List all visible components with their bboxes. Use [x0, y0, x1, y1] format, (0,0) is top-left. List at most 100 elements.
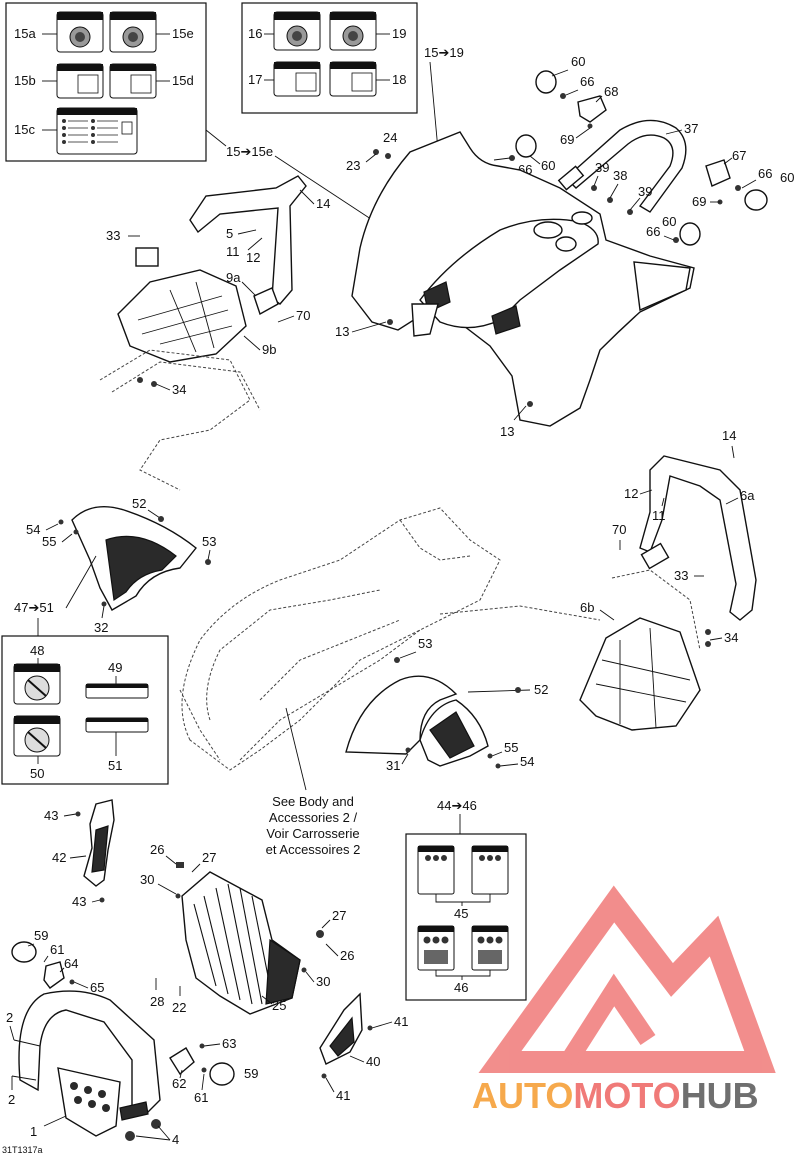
- decal-17-icon: [273, 61, 321, 97]
- label-34a: 34: [172, 382, 186, 397]
- note-line-4: et Accessoires 2: [266, 842, 361, 857]
- label-68: 68: [604, 84, 618, 99]
- label-53a: 53: [202, 534, 216, 549]
- label-range-15-15e: 15➔15e: [226, 144, 273, 159]
- figure-code: 31T1317a: [2, 1145, 43, 1155]
- rear-left-bumper-9: [117, 175, 307, 363]
- label-49: 49: [108, 660, 122, 675]
- decal-46a-icon: [417, 925, 455, 971]
- label-24: 24: [383, 130, 397, 145]
- label-38: 38: [613, 168, 627, 183]
- label-54b: 54: [520, 754, 534, 769]
- label-65: 65: [90, 980, 104, 995]
- label-18: 18: [392, 72, 406, 87]
- label-27b: 27: [332, 908, 346, 923]
- label-33b: 33: [674, 568, 688, 583]
- note-line-1: See Body and: [272, 794, 354, 809]
- label-70b: 70: [612, 522, 626, 537]
- note-line-2: Accessories 2 /: [269, 810, 358, 825]
- cap-60c: [744, 189, 768, 211]
- rack-bracket-68: [577, 95, 607, 123]
- label-range-15-19: 15➔19: [424, 45, 464, 60]
- cap-60a: [535, 70, 557, 94]
- label-26b: 26: [340, 948, 354, 963]
- front-left-fender: [71, 506, 197, 611]
- label-66a: 66: [580, 74, 594, 89]
- decal-16-icon: [273, 11, 321, 51]
- bracket-40: [319, 992, 363, 1065]
- decal-group-15: 15a 15e 15b 15d 15c: [5, 2, 207, 162]
- label-37: 37: [684, 121, 698, 136]
- label-55a: 55: [42, 534, 56, 549]
- decal-45a-icon: [417, 845, 455, 895]
- label-60b: 60: [541, 158, 555, 173]
- decal-18-icon: [329, 61, 377, 97]
- decal-48-icon: [13, 663, 61, 705]
- label-25: 25: [272, 998, 286, 1013]
- decal-49-icon: [85, 683, 149, 699]
- decal-15e-icon: [109, 11, 157, 53]
- note-line-3: Voir Carrosserie: [266, 826, 359, 841]
- label-26a: 26: [150, 842, 164, 857]
- label-50: 50: [30, 766, 44, 781]
- frame-dashed: [179, 507, 501, 771]
- label-30b: 30: [316, 974, 330, 989]
- label-15a: 15a: [14, 26, 36, 41]
- label-51: 51: [108, 758, 122, 773]
- label-15b: 15b: [14, 73, 36, 88]
- label-5: 5: [226, 226, 233, 241]
- label-15d: 15d: [172, 73, 194, 88]
- front-bumper-1: [18, 990, 161, 1141]
- rear-rack-37: [557, 119, 687, 213]
- label-14b: 14: [722, 428, 736, 443]
- label-69a: 69: [560, 132, 574, 147]
- label-34b: 34: [724, 630, 738, 645]
- label-15e: 15e: [172, 26, 194, 41]
- label-19: 19: [392, 26, 406, 41]
- label-61a: 61: [50, 942, 64, 957]
- rear-right-bumper-6: [579, 455, 757, 731]
- label-45: 45: [454, 906, 468, 921]
- decal-19-icon: [329, 11, 377, 51]
- label-22: 22: [172, 1000, 186, 1015]
- label-30a: 30: [140, 872, 154, 887]
- label-66d: 66: [646, 224, 660, 239]
- watermark-moto: MOTO: [573, 1075, 680, 1116]
- watermark-logo: AUTOMOTOHUB: [472, 885, 776, 1116]
- label-63: 63: [222, 1036, 236, 1051]
- label-69b: 69: [692, 194, 706, 209]
- label-12a: 12: [246, 250, 260, 265]
- label-41a: 41: [394, 1014, 408, 1029]
- label-64: 64: [64, 956, 78, 971]
- label-32: 32: [94, 620, 108, 635]
- label-13a: 13: [335, 324, 349, 339]
- label-28: 28: [150, 994, 164, 1009]
- label-17: 17: [248, 72, 262, 87]
- label-range-47-51: 47➔51: [14, 600, 54, 615]
- radiator-grille-25: [181, 871, 301, 1015]
- label-11a: 11: [226, 244, 240, 259]
- label-60c: 60: [780, 170, 794, 185]
- label-14a: 14: [316, 196, 330, 211]
- label-43b: 43: [72, 894, 86, 909]
- svg-text:AUTOMOTOHUB: AUTOMOTOHUB: [472, 1075, 759, 1116]
- label-9b: 9b: [262, 342, 276, 357]
- label-11b: 11: [652, 508, 666, 523]
- label-46: 46: [454, 980, 468, 995]
- decal-45b-icon: [471, 845, 509, 895]
- bracket-62: [169, 1047, 195, 1076]
- label-43a: 43: [44, 808, 58, 823]
- bracket-42: [83, 799, 115, 887]
- watermark-auto: AUTO: [472, 1075, 573, 1116]
- label-40: 40: [366, 1054, 380, 1069]
- label-13b: 13: [500, 424, 514, 439]
- front-right-fender: [345, 675, 489, 767]
- decal-15a-icon: [56, 11, 104, 53]
- rack-bracket-67: [705, 159, 731, 187]
- bracket-64: [43, 961, 65, 989]
- label-2a: 2: [6, 1010, 13, 1025]
- bolts-rack: [373, 93, 741, 243]
- label-61b: 61: [194, 1090, 208, 1105]
- decal-51-icon: [85, 717, 149, 733]
